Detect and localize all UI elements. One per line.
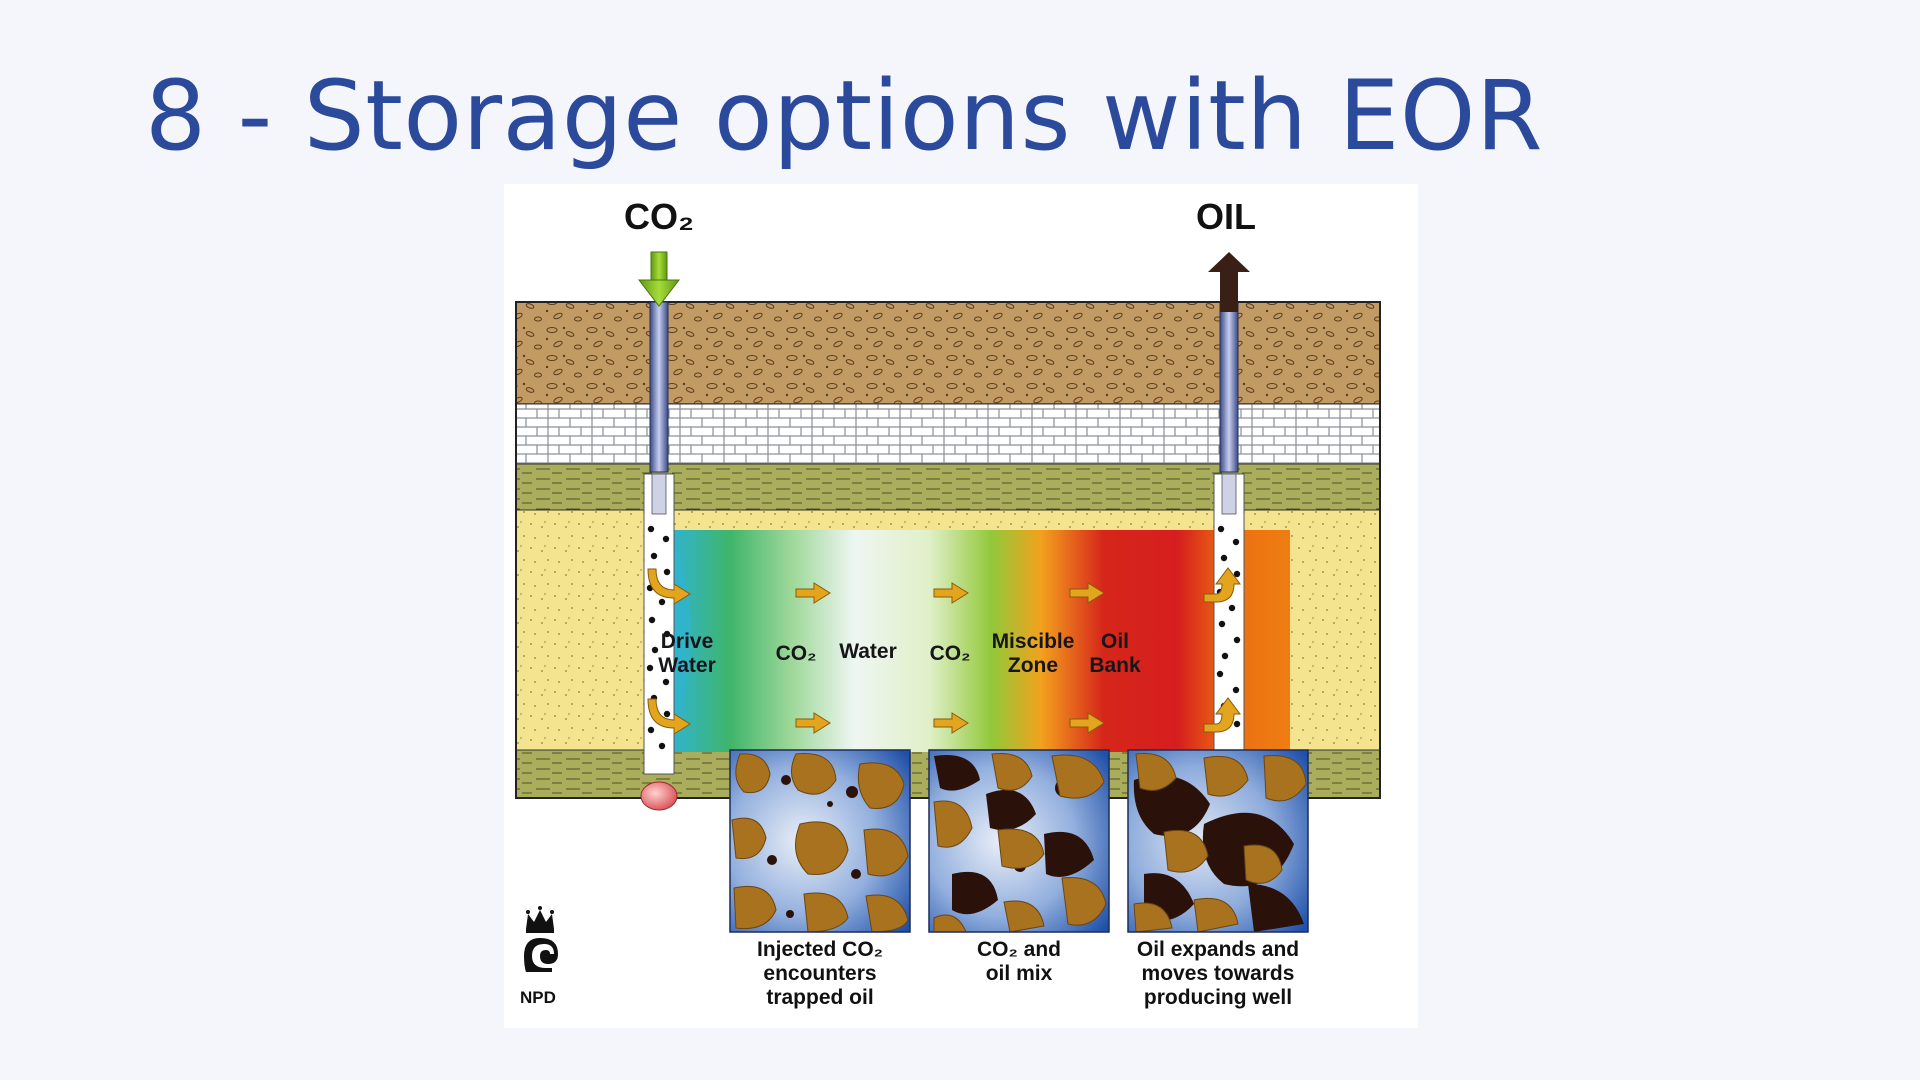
zone-label-oil-bank: Oil Bank	[1089, 630, 1141, 678]
oil-produce-label: OIL	[1196, 196, 1256, 237]
npd-logo-text: NPD	[520, 988, 556, 1007]
co2-inject-label: CO₂	[624, 196, 694, 237]
pore-panel-2	[928, 749, 1110, 933]
pore-panel-3	[1127, 749, 1309, 933]
caption-panel-1: Injected CO₂ encounters trapped oil	[756, 938, 884, 1010]
eor-diagram: CO₂ OIL Drive Water CO₂ Water CO₂ Miscib…	[504, 184, 1418, 1028]
down-arrow-icon	[637, 251, 681, 307]
caption-panel-2: CO₂ and oil mix	[977, 938, 1061, 986]
slide-title: 8 - Storage options with EOR	[145, 60, 1544, 172]
zone-label-water: Water	[839, 640, 897, 663]
npd-crown-logo	[524, 906, 558, 972]
zone-label-miscible-zone: Miscible Zone	[991, 630, 1075, 678]
up-arrow-icon	[1208, 252, 1250, 312]
zone-label-drive-water: Drive Water	[658, 630, 716, 678]
eor-cross-section	[515, 251, 1381, 972]
zone-label-co2-2: CO₂	[929, 642, 971, 665]
caption-panel-3: Oil expands and moves towards producing …	[1136, 938, 1300, 1010]
flow-arrows	[647, 567, 1241, 735]
reservoir-front	[668, 530, 1290, 752]
pore-panel-1	[729, 749, 911, 933]
zone-label-co2-1: CO₂	[775, 642, 817, 665]
